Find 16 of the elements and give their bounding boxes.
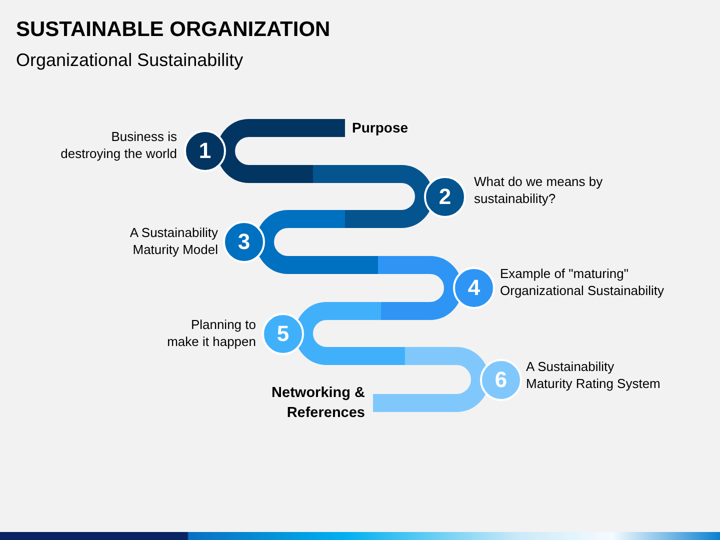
step-description: What do we means by sustainability? [474, 173, 604, 207]
step-description: Planning to make it happen [166, 316, 256, 350]
step-circle: 5 [262, 312, 304, 354]
step-description: A Sustainability Maturity Model [128, 224, 218, 258]
slide-title: SUSTAINABLE ORGANIZATION [16, 17, 330, 43]
step-circle: 6 [480, 358, 522, 400]
slide-subtitle: Organizational Sustainability [16, 49, 244, 71]
step-circle: 1 [184, 130, 226, 172]
step-circle: 2 [424, 176, 466, 218]
step-circle: 3 [223, 221, 265, 263]
step-description: Business is destroying the world [60, 128, 177, 162]
step-circle: 4 [453, 267, 495, 309]
step-description: Example of "maturing" Organizational Sustainability [500, 265, 666, 299]
start-label: Purpose [345, 118, 408, 138]
step-description: A Sustainability Maturity Rating System [526, 358, 662, 392]
end-label: Networking & References [265, 383, 373, 423]
